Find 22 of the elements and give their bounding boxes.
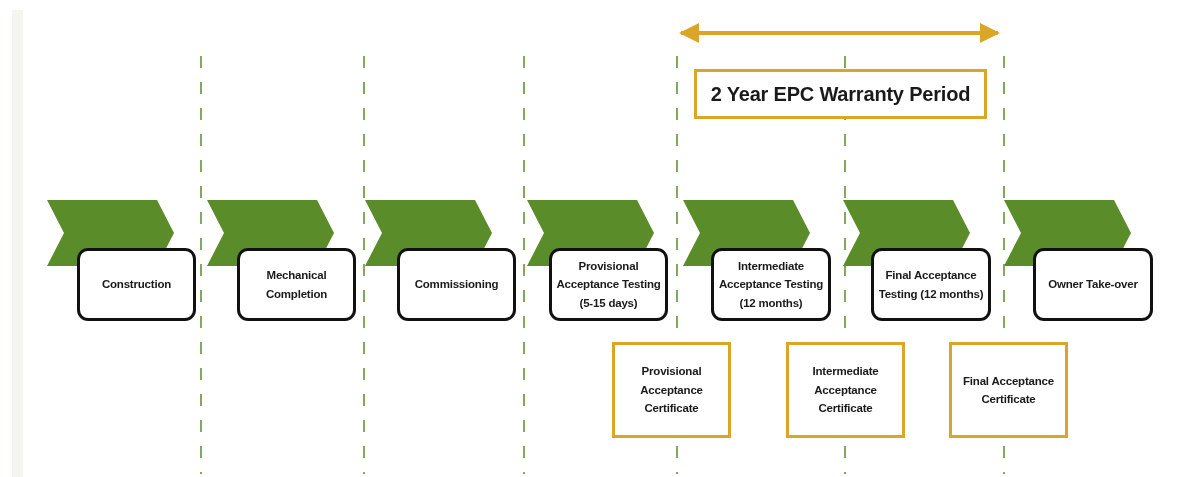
certificate-box <box>949 342 1068 438</box>
stage-box <box>871 248 991 321</box>
stage-box <box>711 248 831 321</box>
certificate-box <box>786 342 905 438</box>
stage-box <box>549 248 668 321</box>
stage-box <box>77 248 196 321</box>
node-label: Mechanical Completion <box>264 268 329 302</box>
stage-box <box>237 248 356 321</box>
node-label: Intermediate Acceptance Certificate <box>811 364 880 417</box>
node-label: Intermediate Acceptance Testing (12 months) <box>717 258 825 311</box>
node-label: 2 Year EPC Warranty Period <box>709 82 972 106</box>
node-label: Final Acceptance Testing (12 months) <box>877 268 985 302</box>
certificate-box <box>612 342 731 438</box>
node-label: Commissioning <box>413 277 500 293</box>
node-label: Provisional Acceptance Certificate <box>639 364 704 417</box>
period-box <box>694 69 987 119</box>
node-label: Final Acceptance Certificate <box>962 373 1055 407</box>
stage-box <box>1033 248 1153 321</box>
node-label: Owner Take-over <box>1047 277 1139 293</box>
node-label: Construction <box>100 277 173 293</box>
node-label: Provisional Acceptance Testing (5-15 days) <box>555 258 662 311</box>
stage-box <box>397 248 516 321</box>
